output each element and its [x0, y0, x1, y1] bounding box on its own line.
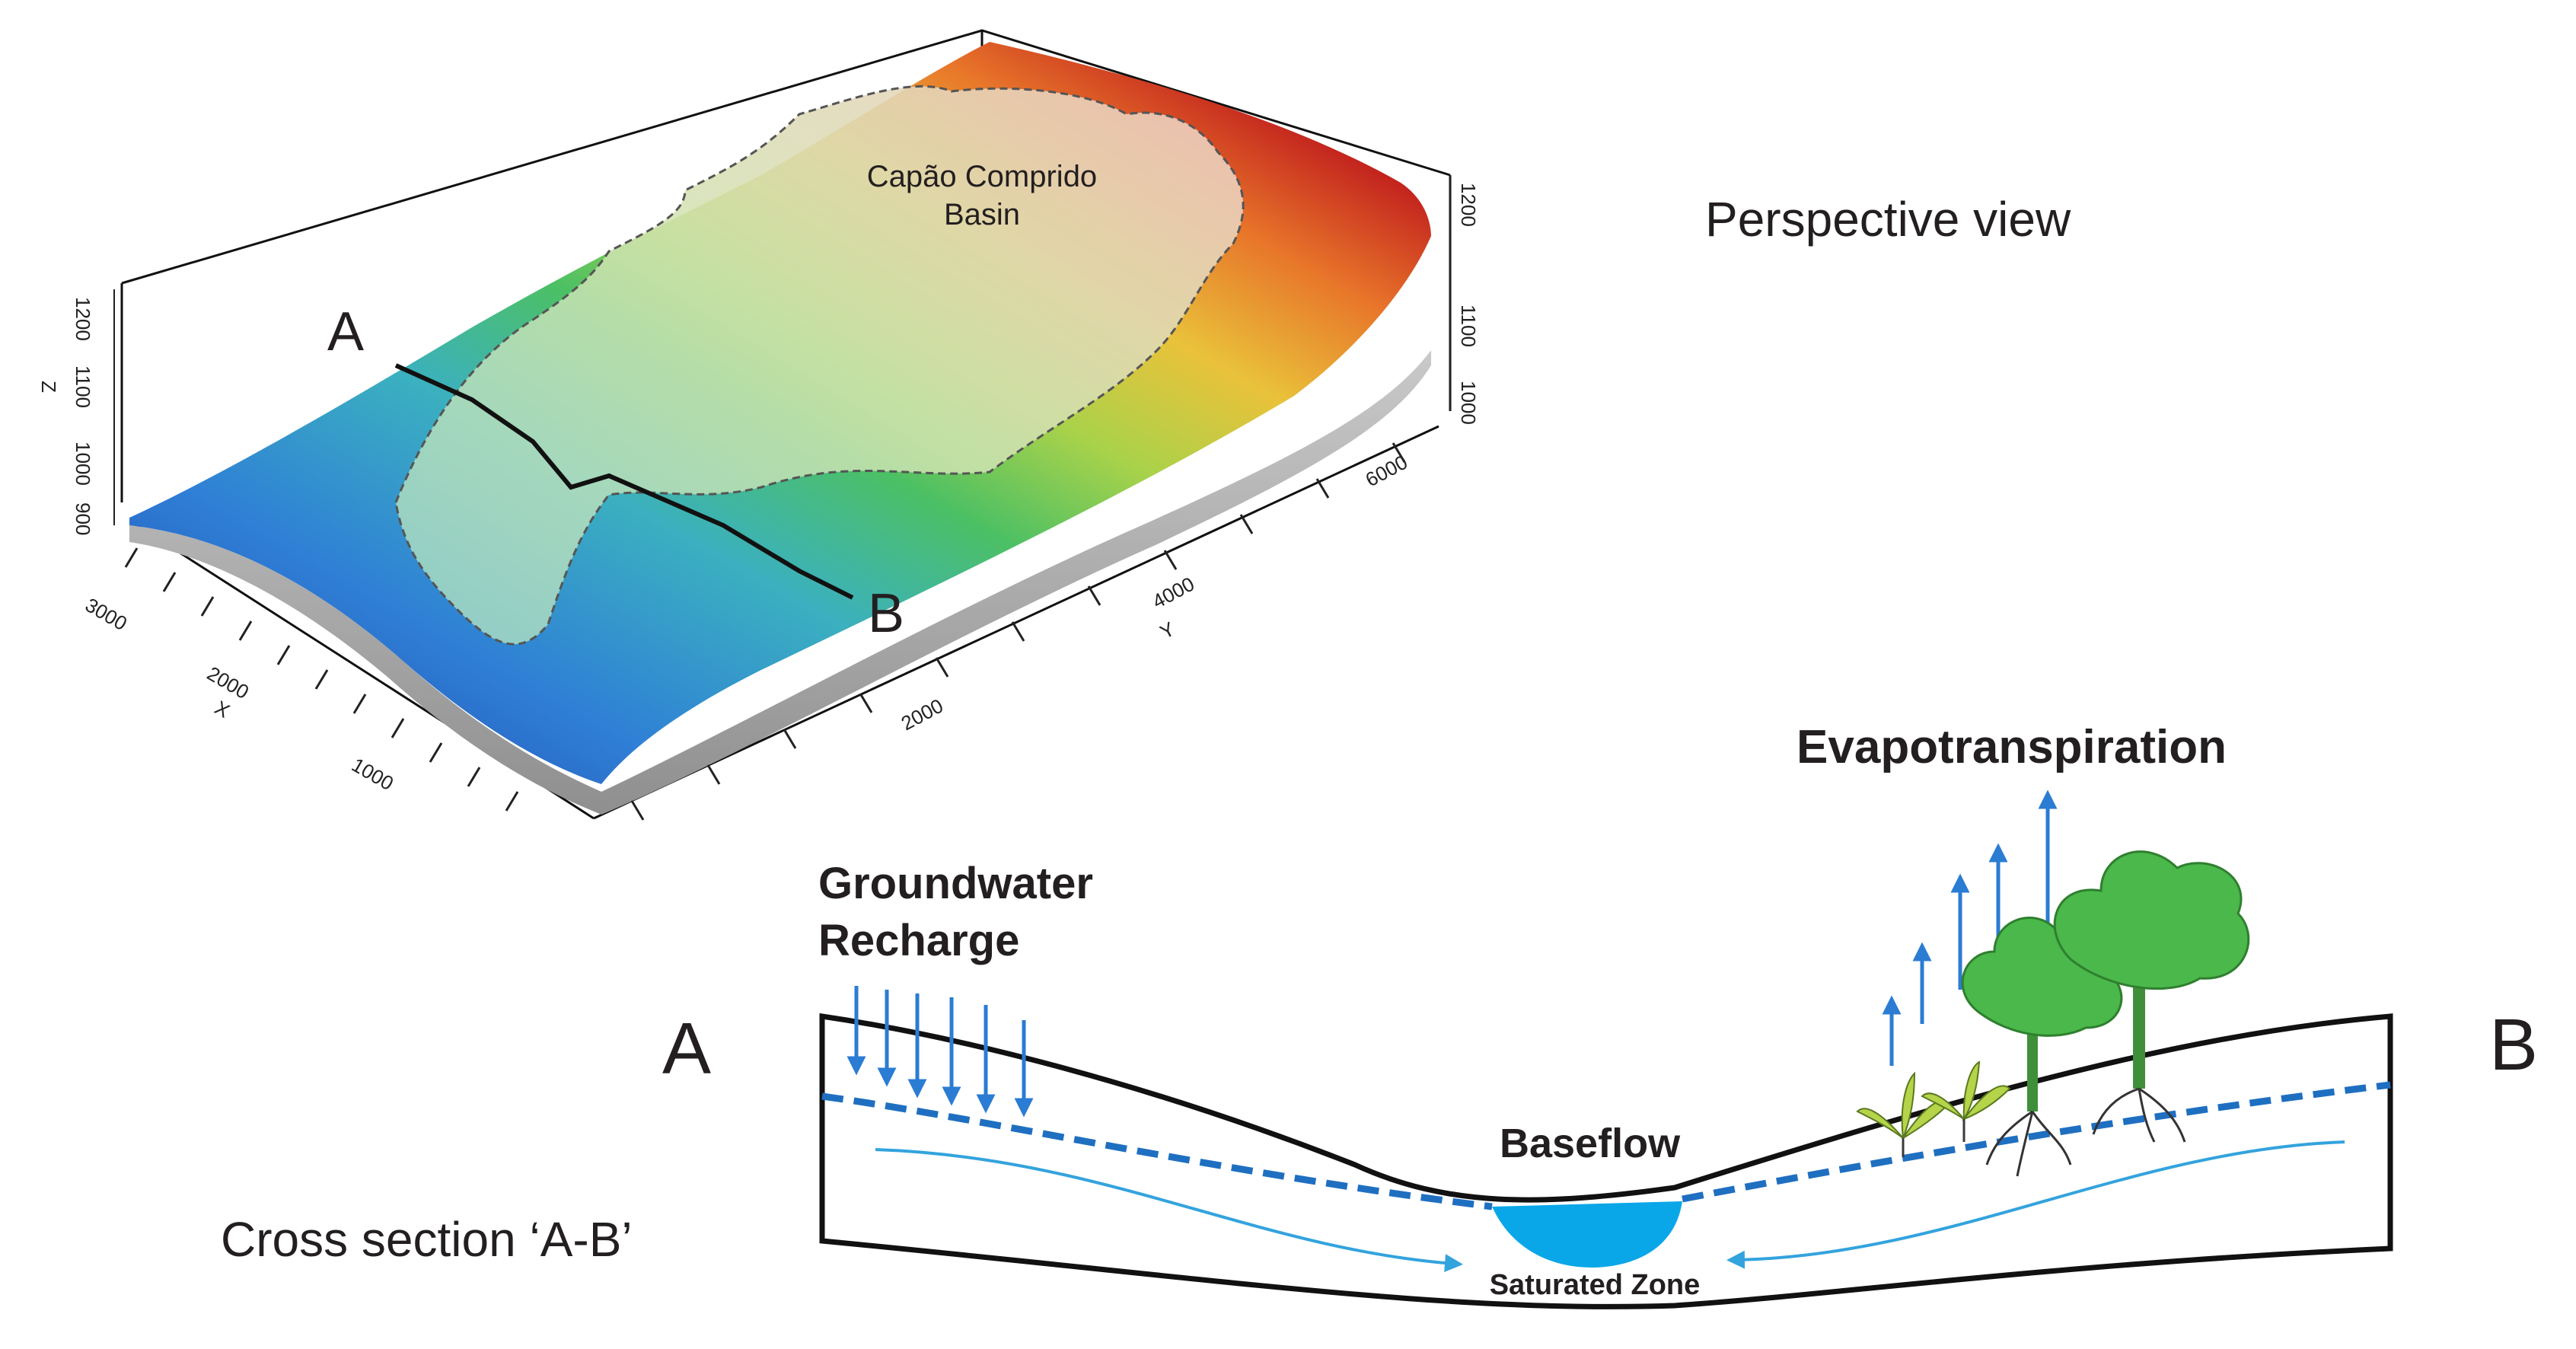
z-axis-right: 1000 1100 1200: [1449, 175, 1480, 425]
flow-arrow-right: [1726, 1140, 2345, 1269]
perspective-view-label: Perspective view: [1705, 192, 2071, 247]
y-tick: 6000: [1362, 451, 1411, 492]
basin-outline: [394, 85, 1245, 646]
y-axis-label: Y: [1156, 617, 1178, 644]
saturated-zone-label: Saturated Zone: [1490, 1269, 1701, 1301]
z-tick: 1200: [72, 297, 94, 341]
z-tick: 1100: [72, 365, 94, 408]
roots: [1985, 1087, 2186, 1177]
cross-b-label: B: [2489, 1004, 2538, 1086]
recharge-label-line2: Recharge: [818, 916, 1019, 965]
terrain-shadow: [129, 350, 1431, 815]
z-tick: 1100: [1457, 305, 1480, 347]
z-tick: 1000: [72, 442, 94, 486]
flow-arrow-left: [875, 1148, 1463, 1273]
z-tick: 1000: [1457, 381, 1480, 425]
basin-name-line1: Capão Comprido: [867, 160, 1097, 193]
cross-a-label: A: [662, 1008, 711, 1089]
water-table-line: [821, 1081, 2391, 1210]
tree-right: [2053, 850, 2250, 1089]
point-a-label: A: [327, 301, 364, 362]
baseflow-label: Baseflow: [1500, 1121, 1681, 1166]
z-axis-left: Z 900 1000 1100 1200: [37, 289, 115, 535]
vegetation: [1856, 850, 2250, 1177]
cross-section-body: [819, 1013, 2393, 1309]
recharge-label-line1: Groundwater: [818, 859, 1093, 908]
x-tick: 3000: [81, 593, 131, 635]
x-axis-label: X: [211, 696, 234, 722]
plot-box: [120, 29, 1452, 820]
cross-section-label: Cross section ‘A-B’: [221, 1212, 633, 1267]
y-tick: 2000: [897, 694, 947, 735]
perspective-block: A B Capão Comprido Basin Z 900 1000 1100…: [37, 29, 1480, 821]
section-line-ab: [394, 363, 854, 600]
shrubs: [1856, 1060, 2011, 1139]
x-tick: 1000: [348, 753, 397, 795]
baseflow-pool: [1492, 1201, 1682, 1268]
point-b-label: B: [868, 583, 904, 644]
x-tick: 2000: [203, 662, 253, 703]
z-tick: 900: [72, 502, 94, 535]
y-tick: 4000: [1149, 572, 1198, 614]
recharge-arrows: [846, 986, 1034, 1118]
cross-section: A B Groundwater Recharge Evapotranspirat…: [662, 721, 2538, 1309]
basin-name-line2: Basin: [944, 198, 1020, 231]
evapotranspiration-label: Evapotranspiration: [1797, 721, 2227, 773]
z-axis-label: Z: [37, 381, 60, 393]
z-tick: 1200: [1457, 183, 1480, 227]
